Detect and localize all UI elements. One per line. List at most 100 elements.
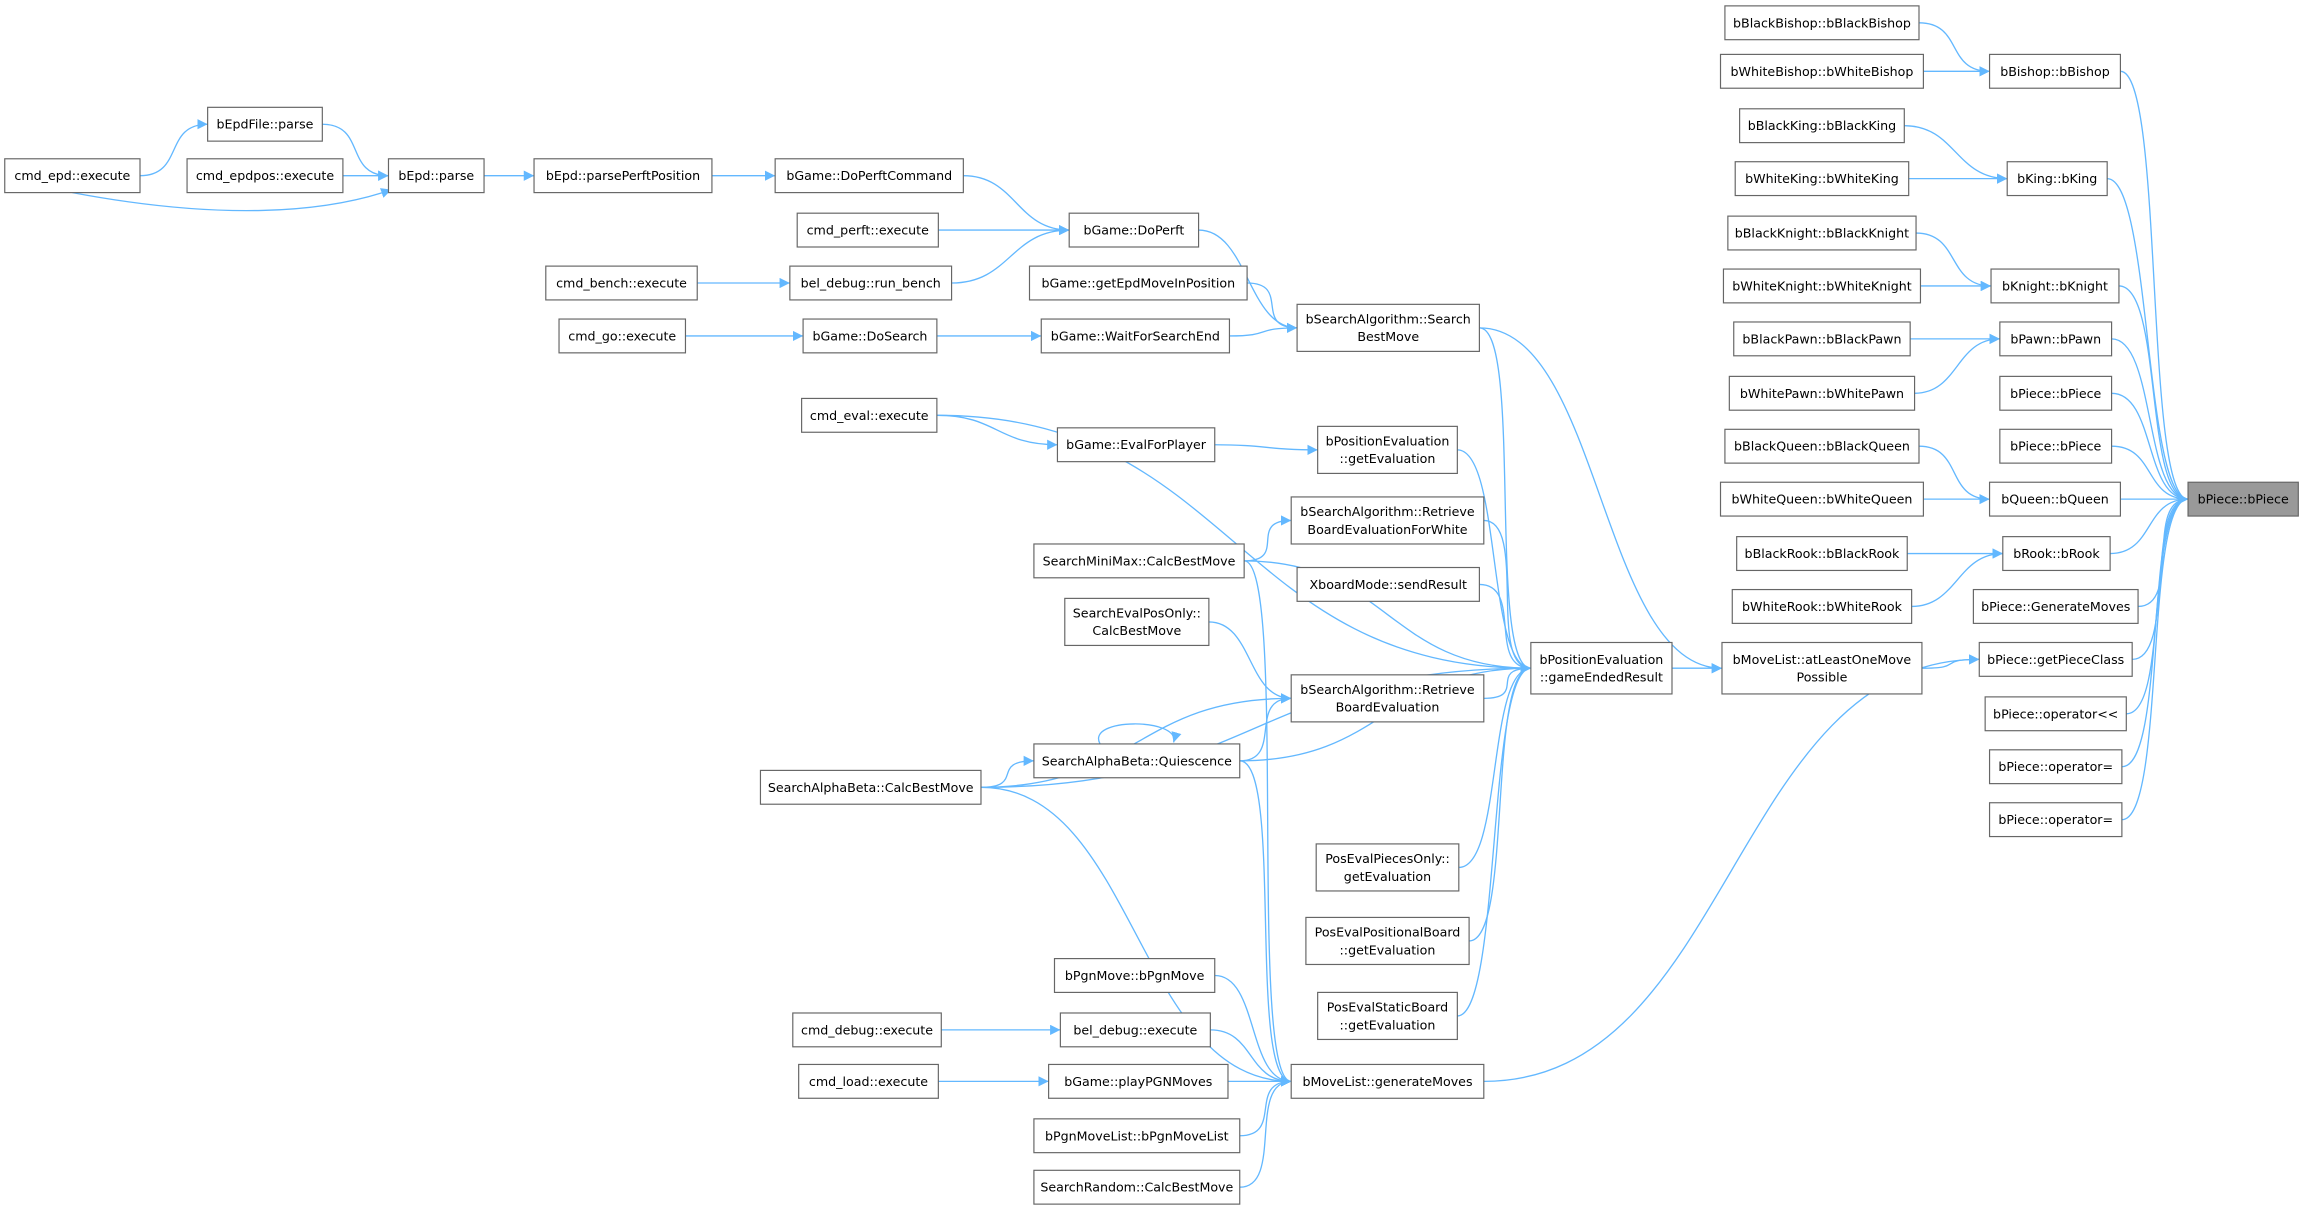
edge-EvalPosOnly-to-RetrieveBoard: [1208, 621, 1292, 704]
edge-DoPerftCommand-to-DoPerft: [963, 175, 1070, 236]
graph-node[interactable]: bKing::bKing: [2006, 161, 2108, 197]
graph-node[interactable]: cmd_load::execute: [798, 1063, 939, 1099]
graph-node[interactable]: PosEvalPositionalBoard::getEvaluation: [1305, 916, 1470, 966]
graph-node[interactable]: bMoveList::generateMoves: [1290, 1063, 1485, 1099]
graph-node[interactable]: bBlackRook::bBlackRook: [1736, 536, 1908, 572]
graph-node[interactable]: bWhiteRook::bWhiteRook: [1731, 588, 1913, 624]
node-box: [207, 106, 323, 142]
node-box: [1988, 749, 2123, 785]
graph-node[interactable]: bGame::DoPerft: [1068, 212, 1200, 248]
node-label: bBlackRook::bBlackRook: [1745, 546, 1900, 561]
node-box: [1719, 481, 1924, 517]
edge-SearchBestMove-to-atLeastOne: [1479, 327, 1722, 674]
node-box: [1988, 802, 2123, 838]
graph-node[interactable]: PosEvalPiecesOnly::getEvaluation: [1315, 843, 1460, 892]
graph-node[interactable]: cmd_epd::execute: [4, 158, 141, 194]
graph-node[interactable]: bRook::bRook: [2002, 536, 2111, 572]
graph-node[interactable]: bPiece::operator=: [1988, 802, 2123, 838]
graph-node[interactable]: bEpd::parsePerftPosition: [533, 158, 713, 194]
node-label: bGame::getEpdMoveInPosition: [1042, 276, 1236, 291]
graph-node[interactable]: bKnight::bKnight: [1990, 268, 2120, 304]
edge-Quiescence-to-generateMoves: [1239, 760, 1292, 1087]
node-box: [1733, 321, 1911, 357]
graph-node[interactable]: bQueen::bQueen: [1988, 481, 2121, 517]
graph-node[interactable]: bWhiteKnight::bWhiteKnight: [1722, 268, 1922, 304]
node-label: cmd_load::execute: [809, 1074, 928, 1089]
node-box: [1999, 428, 2113, 464]
graph-node[interactable]: bBlackKnight::bBlackKnight: [1727, 215, 1917, 251]
graph-node[interactable]: bPgnMove::bPgnMove: [1053, 958, 1216, 993]
node-label: bWhiteKing::bWhiteKing: [1745, 171, 1899, 186]
edge-Quiescence-to-RetrieveBoard: [1239, 693, 1292, 762]
edge-Knight-to-Target: [2118, 285, 2189, 505]
focused-node[interactable]: bPiece::bPiece: [2187, 481, 2299, 517]
graph-node[interactable]: bGame::getEpdMoveInPosition: [1028, 265, 1248, 301]
graph-node[interactable]: SearchEvalPosOnly::CalcBestMove: [1064, 597, 1210, 647]
edge-RetrieveWhite-to-gameEnded: [1483, 519, 1531, 674]
graph-node[interactable]: bWhiteKing::bWhiteKing: [1734, 161, 1910, 197]
graph-node[interactable]: bEpd::parse: [387, 158, 485, 194]
node-label: bBlackKnight::bBlackKnight: [1735, 226, 1909, 241]
graph-node[interactable]: bWhiteQueen::bWhiteQueen: [1719, 481, 1924, 517]
graph-node[interactable]: cmd_go::execute: [558, 318, 687, 354]
node-box: [1317, 991, 1458, 1041]
graph-node[interactable]: bWhitePawn::bWhitePawn: [1728, 375, 1916, 411]
graph-node[interactable]: bGame::playPGNMoves: [1048, 1063, 1229, 1099]
node-label: bRook::bRook: [2013, 546, 2100, 561]
graph-node[interactable]: SearchMiniMax::CalcBestMove: [1033, 543, 1245, 579]
graph-node[interactable]: bBlackPawn::bBlackPawn: [1733, 321, 1911, 357]
graph-node[interactable]: bPositionEvaluation::getEvaluation: [1317, 425, 1458, 475]
graph-node[interactable]: bBlackKing::bBlackKing: [1739, 108, 1905, 144]
graph-node[interactable]: bGame::WaitForSearchEnd: [1040, 318, 1231, 354]
graph-node[interactable]: bPiece::operator=: [1988, 749, 2123, 785]
graph-node[interactable]: cmd_bench::execute: [545, 265, 698, 301]
graph-node[interactable]: PosEvalStaticBoard::getEvaluation: [1317, 991, 1458, 1041]
edge-PiecesOnly-to-gameEnded: [1458, 663, 1531, 869]
graph-node[interactable]: bEpdFile::parse: [207, 106, 323, 142]
graph-node[interactable]: bPiece::bPiece: [1999, 375, 2113, 411]
graph-node[interactable]: bGame::EvalForPlayer: [1056, 427, 1216, 463]
edge-StaticBoard-to-gameEnded: [1457, 663, 1531, 1017]
node-label: bWhitePawn::bWhitePawn: [1740, 386, 1904, 401]
graph-node[interactable]: bPgnMoveList::bPgnMoveList: [1033, 1118, 1241, 1154]
graph-node[interactable]: bPiece::getPieceClass: [1978, 641, 2133, 677]
graph-node[interactable]: bPiece::GenerateMoves: [1972, 588, 2139, 624]
node-label: bEpdFile::parse: [217, 117, 314, 132]
graph-node[interactable]: bSearchAlgorithm::RetrieveBoardEvaluatio…: [1290, 496, 1485, 545]
graph-node[interactable]: bBishop::bBishop: [1988, 53, 2121, 89]
graph-node[interactable]: SearchAlphaBeta::Quiescence: [1033, 743, 1241, 779]
graph-node[interactable]: XboardMode::sendResult: [1296, 566, 1480, 602]
graph-node[interactable]: cmd_debug::execute: [792, 1012, 942, 1048]
node-box: [1722, 268, 1922, 304]
edge-MiniMax-to-RetrieveWhite: [1244, 515, 1292, 562]
node-label: bPawn::bPawn: [2010, 331, 2101, 346]
node-box: [1734, 161, 1910, 197]
node-box: [1988, 53, 2121, 89]
graph-node[interactable]: bPiece::bPiece: [1999, 428, 2113, 464]
graph-node[interactable]: bBlackBishop::bBlackBishop: [1724, 5, 1920, 41]
graph-node[interactable]: SearchAlphaBeta::CalcBestMove: [759, 769, 982, 805]
graph-node[interactable]: bPawn::bPawn: [1999, 321, 2113, 357]
node-label: getEvaluation: [1344, 869, 1431, 884]
graph-node[interactable]: bPositionEvaluation::gameEndedResult: [1530, 641, 1673, 695]
graph-node[interactable]: bel_debug::execute: [1059, 1012, 1211, 1048]
graph-node[interactable]: bWhiteBishop::bWhiteBishop: [1719, 53, 1924, 89]
graph-node[interactable]: cmd_epdpos::execute: [186, 158, 344, 194]
edge-BlackKing-to-King: [1904, 125, 2008, 184]
graph-node[interactable]: bel_debug::run_bench: [789, 265, 953, 301]
graph-node[interactable]: bBlackQueen::bBlackQueen: [1724, 428, 1920, 464]
node-box: [789, 265, 953, 301]
graph-node[interactable]: cmd_eval::execute: [801, 397, 938, 433]
node-box: [1984, 696, 2127, 732]
edge-cmd_eval-to-EvalForPlayer: [936, 414, 1058, 450]
graph-node[interactable]: bPiece::operator<<: [1984, 696, 2127, 732]
graph-node[interactable]: cmd_perft::execute: [796, 212, 939, 248]
graph-node[interactable]: bGame::DoSearch: [802, 318, 938, 354]
graph-node[interactable]: bSearchAlgorithm::RetrieveBoardEvaluatio…: [1290, 674, 1485, 723]
node-box: [1724, 5, 1920, 41]
graph-node[interactable]: bGame::DoPerftCommand: [774, 158, 964, 194]
graph-node[interactable]: SearchRandom::CalcBestMove: [1033, 1169, 1241, 1205]
node-label: bMoveList::generateMoves: [1302, 1074, 1472, 1089]
